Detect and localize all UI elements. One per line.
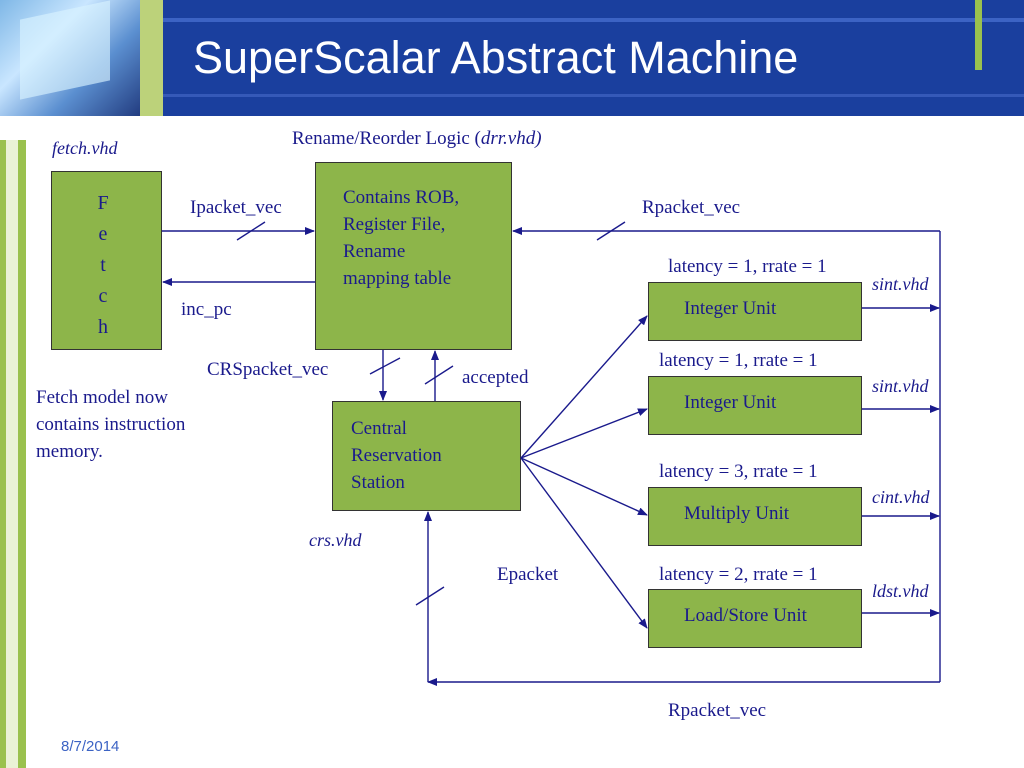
rename-title: Rename/Reorder Logic (drr.vhd) [292, 128, 542, 151]
fetch-letter: h [98, 316, 108, 338]
ipacket-bus-tick [236, 221, 266, 241]
header-image-frame [0, 0, 163, 116]
fetch-letter: e [98, 223, 108, 245]
unit-latency: latency = 2, rrate = 1 [659, 564, 818, 585]
slide-title: SuperScalar Abstract Machine [193, 32, 799, 83]
epacket-arrow [520, 457, 648, 629]
crs-feedback-bus-tick [415, 586, 445, 606]
crs-line: Reservation [351, 444, 442, 466]
unit-latency: latency = 1, rrate = 1 [668, 256, 827, 277]
unit-file: cint.vhd [872, 487, 930, 507]
epacket-arrow [520, 315, 648, 459]
unit-label: Integer Unit [684, 298, 777, 319]
unit-label: Multiply Unit [684, 503, 790, 524]
rename-line: mapping table [343, 267, 452, 289]
header-accent-bar [975, 0, 982, 70]
rename-box-text: Contains ROB, Register File, Rename mapp… [343, 185, 459, 293]
epacket-arrow [520, 408, 648, 459]
crs-box [332, 401, 521, 511]
fetch-box [51, 171, 162, 350]
left-accent-stripe-inner [6, 140, 18, 768]
fetch-letter: F [97, 192, 109, 214]
ipacket-label: Ipacket_vec [190, 197, 282, 218]
unit-box [648, 487, 862, 546]
fetch-box-label: F e t c h [86, 188, 120, 343]
accepted-label: accepted [462, 367, 529, 388]
fetch-note-line: contains instruction [36, 414, 186, 436]
fetch-note-line: Fetch model now [36, 387, 168, 408]
unit-box [648, 282, 862, 341]
unit-box [648, 376, 862, 435]
rpacket-bottom-label: Rpacket_vec [668, 700, 767, 721]
unit-latency: latency = 3, rrate = 1 [659, 461, 818, 482]
unit-file: sint.vhd [872, 376, 929, 396]
fetch-letter: c [98, 285, 108, 307]
inc-pc-label: inc_pc [181, 299, 232, 320]
header-computer-image [0, 0, 140, 116]
rename-box [315, 162, 512, 350]
unit-file: ldst.vhd [872, 581, 929, 601]
crs-line: Station [351, 471, 405, 493]
rename-title-text: Rename/Reorder Logic ( [292, 128, 481, 149]
header-stripe-lower [163, 94, 1024, 97]
crspacket-label: CRSpacket_vec [207, 359, 329, 380]
fetch-letter: t [100, 254, 106, 276]
rpacket-top-bus-tick [596, 221, 626, 241]
unit-label: Load/Store Unit [684, 605, 807, 626]
accepted-bus-tick [424, 365, 454, 385]
fetch-file-label: fetch.vhd [52, 138, 118, 158]
header-stripe [163, 18, 1024, 22]
rename-line: Rename [343, 240, 406, 262]
epacket-arrow [520, 457, 648, 516]
rename-line: Register File, [343, 213, 446, 235]
crs-box-text: Central Reservation Station [351, 416, 442, 497]
slide-date: 8/7/2014 [61, 738, 120, 755]
crs-file-label: crs.vhd [309, 530, 362, 550]
fetch-note: Fetch model now contains instruction mem… [36, 384, 185, 465]
epacket-label: Epacket [497, 564, 559, 585]
fetch-note-line: memory. [36, 441, 103, 463]
unit-file: sint.vhd [872, 274, 929, 294]
unit-latency: latency = 1, rrate = 1 [659, 350, 818, 371]
rpacket-top-label: Rpacket_vec [642, 197, 741, 218]
crs-line: Central [351, 418, 407, 439]
unit-box [648, 589, 862, 648]
crspacket-bus-tick [369, 357, 401, 375]
rename-line: Contains ROB, [343, 187, 460, 208]
unit-label: Integer Unit [684, 392, 777, 413]
rename-file: drr.vhd) [480, 128, 542, 149]
